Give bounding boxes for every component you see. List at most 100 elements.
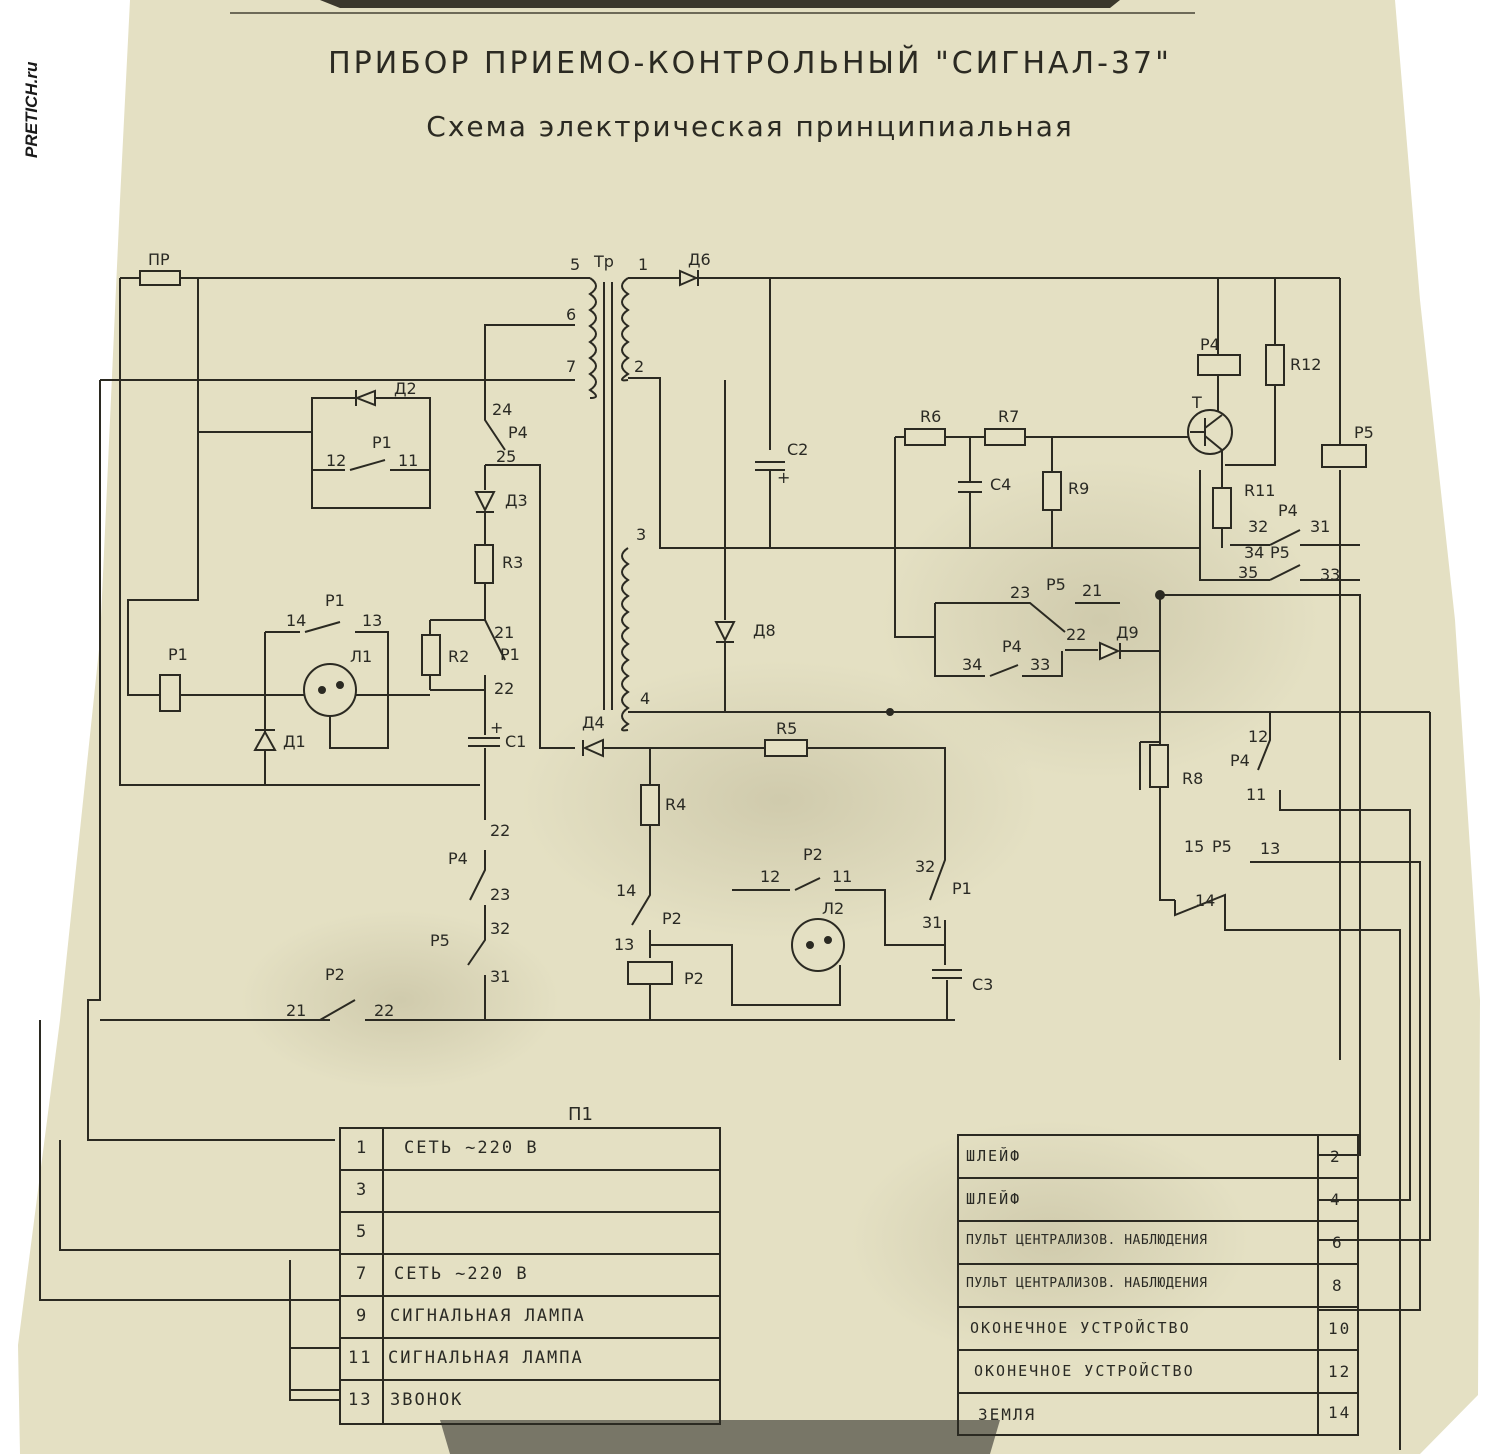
right-table-frame [957,1134,1359,1436]
wire [1139,741,1401,1450]
label-c31c: 31 [1310,517,1330,536]
label-c22d: 22 [1066,625,1086,644]
label-r7: R7 [998,407,1019,426]
wire [119,278,480,786]
label-l2: Л2 [822,899,844,918]
label-r3: R3 [502,553,523,572]
wire [1318,712,1431,1241]
right-terminal-table: ШЛЕЙФ 2 ШЛЕЙФ 4 ПУЛЬТ ЦЕНТРАЛИЗОВ. НАБЛЮ… [958,1135,1358,1435]
right-row-num: 4 [1330,1190,1342,1209]
label-t7: 7 [566,357,576,376]
label-c33: 33 [1030,655,1050,674]
label-c15: 15 [1184,837,1204,856]
label-p5-low: Р5 [430,931,450,950]
label-d4: Д4 [582,713,605,732]
label-p1-mid: Р1 [325,591,345,610]
wire [1257,712,1411,1201]
label-r8: R8 [1182,769,1203,788]
left-row-text: СИГНАЛЬНАЯ ЛАМПА [390,1306,586,1326]
label-r6: R6 [920,407,941,426]
transistor-t [1187,409,1233,455]
label-c14: 14 [286,611,306,630]
left-row-text: ЗВОНОК [390,1390,464,1410]
label-c3: С3 [972,975,993,994]
diode-d8 [714,621,736,643]
label-r5: R5 [776,719,797,738]
wire [650,944,841,1006]
wire [732,877,945,946]
label-c21b: 21 [286,1001,306,1020]
resistor-r2 [421,634,441,676]
resistor-r3 [474,544,494,584]
label-c24: 24 [492,400,512,419]
right-row-text: ПУЛЬТ ЦЕНТРАЛИЗОВ. НАБЛЮДЕНИЯ [966,1233,1208,1248]
label-c11c: 11 [1246,785,1266,804]
right-row-num: 10 [1328,1319,1352,1338]
wire [1225,278,1276,466]
label-c13b: 13 [614,935,634,954]
wire [603,747,946,965]
right-row-num: 8 [1332,1276,1344,1295]
label-c23b: 23 [1010,583,1030,602]
label-c14c: 14 [1195,891,1215,910]
label-c2: С2 [787,440,808,459]
right-row-text: ОКОНЕЧНОЕ УСТРОЙСТВО [974,1362,1195,1380]
label-pr: ПР [148,250,170,269]
wire [1199,470,1360,581]
label-p2-l2: Р2 [803,845,823,864]
left-row-text: СЕТЬ ~220 В [404,1138,539,1158]
relay-p2-coil [627,961,673,985]
right-row-text: ЗЕМЛЯ [978,1405,1037,1424]
wire [127,278,199,696]
wire [39,1020,340,1401]
label-p4-c: Р4 [1230,751,1250,770]
label-c4: С4 [990,475,1011,494]
left-row-text: СЕТЬ ~220 В [394,1264,529,1284]
wire [198,397,355,433]
label-d8: Д8 [753,621,776,640]
label-r4: R4 [665,795,686,814]
label-t4: 4 [640,689,650,708]
wire [484,324,575,749]
label-p5: Р5 [1354,423,1374,442]
wire [311,397,431,509]
relay-p4-coil [1197,354,1241,376]
label-p1-block: П1 [568,1104,593,1125]
diagram-title: ПРИБОР ПРИЕМО-КОНТРОЛЬНЫЙ "СИГНАЛ-37" [328,46,1172,81]
label-p1-top: Р1 [372,433,392,452]
right-row-text: ОКОНЕЧНОЕ УСТРОЙСТВО [970,1319,1191,1337]
label-plus2: + [777,468,790,487]
diode-d1 [253,729,277,751]
label-c22c: 22 [374,1001,394,1020]
wire [1250,861,1421,1311]
transformer-secondary-1 [621,277,630,382]
label-c12c: 12 [1248,727,1268,746]
right-row-num: 2 [1330,1147,1342,1166]
label-c34: 34 [962,655,982,674]
label-c21c: 21 [1082,581,1102,600]
label-p2-mid: Р2 [662,909,682,928]
label-t5: 5 [570,255,580,274]
wire [935,602,1098,651]
label-c1: С1 [505,732,526,751]
resistor-r11 [1212,487,1232,529]
label-p4: Р4 [1200,335,1220,354]
label-d2: Д2 [394,379,417,398]
resistor-r9 [1042,471,1062,511]
label-c23: 23 [490,885,510,904]
label-c32c: 32 [1248,517,1268,536]
label-d3: Д3 [505,491,528,510]
label-c22: 22 [494,679,514,698]
label-c31b: 31 [922,913,942,932]
wire [1230,529,1360,546]
right-row-num: 12 [1328,1362,1352,1381]
transformer-secondary-2 [621,547,630,732]
label-c13: 13 [362,611,382,630]
resistor-r6 [904,428,946,446]
label-p1: Р1 [168,645,188,664]
wire [87,380,335,1141]
label-r12: R12 [1290,355,1321,374]
label-c13c: 13 [1260,839,1280,858]
label-c35: 35 [1238,563,1258,582]
